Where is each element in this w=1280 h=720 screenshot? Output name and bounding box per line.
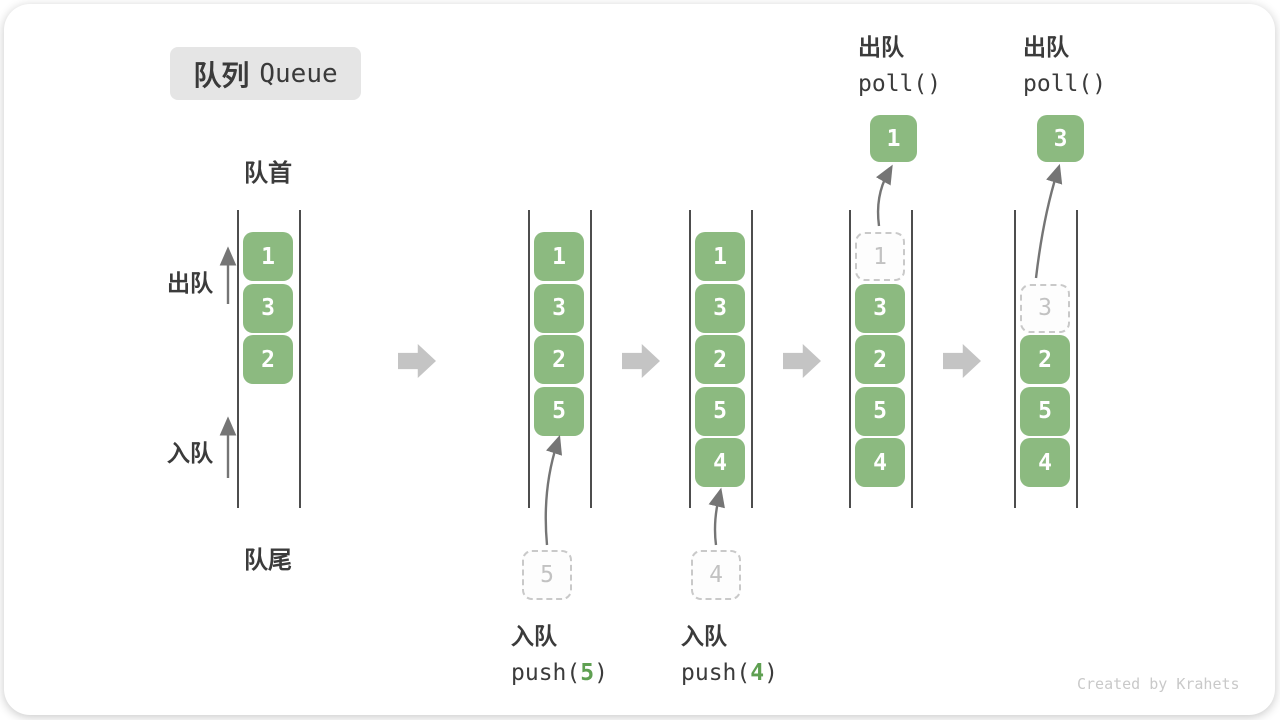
queue-cell: 2 [855, 335, 905, 384]
queue-wall [751, 210, 753, 508]
push-ghost-box: 4 [691, 550, 741, 600]
queue-cell: 2 [695, 335, 745, 384]
queue-cell: 1 [695, 232, 745, 281]
enqueue-label: 入队 [167, 440, 213, 466]
push-op-zh: 入队 [511, 623, 557, 649]
push-op-code: push(4) [681, 660, 778, 686]
poll-op-label: 出队 poll() [1023, 28, 1106, 97]
push-op-zh: 入队 [681, 623, 727, 649]
poll-op-label: 出队 poll() [858, 28, 941, 97]
queue-cell: 4 [695, 438, 745, 487]
queue-front-label: 队首 [244, 160, 292, 187]
ghost-cell: 3 [1020, 283, 1070, 333]
ghost-cell: 1 [855, 232, 905, 281]
queue-wall [849, 210, 851, 508]
queue-wall [911, 210, 913, 508]
title-zh: 队列 [193, 59, 250, 91]
queue-cell: 4 [1020, 438, 1070, 487]
queue-cell: 5 [534, 386, 584, 436]
queue-wall [689, 210, 691, 508]
title-en: Queue [259, 58, 338, 89]
poll-op-code: poll() [1023, 71, 1107, 97]
queue-cell: 4 [855, 438, 905, 487]
queue-wall [528, 210, 530, 508]
poll-op-zh: 出队 [858, 34, 904, 60]
queue-cell: 2 [1020, 335, 1070, 384]
polled-value-box: 1 [870, 115, 917, 162]
queue-cell: 5 [695, 386, 745, 436]
push-op-code: push(5) [511, 660, 608, 686]
queue-cell: 5 [1020, 386, 1070, 436]
queue-cell: 1 [534, 232, 584, 281]
dequeue-label: 出队 [167, 270, 213, 296]
queue-cell: 2 [243, 335, 293, 384]
polled-value-box: 3 [1037, 115, 1084, 162]
queue-wall [1014, 210, 1016, 508]
queue-cell: 2 [534, 335, 584, 384]
push-op-label: 入队 push(4) [681, 617, 778, 686]
queue-cell: 1 [243, 232, 293, 281]
queue-cell: 3 [534, 283, 584, 333]
push-ghost-box: 5 [522, 550, 572, 600]
watermark: Created by Krahets [1077, 675, 1240, 693]
queue-wall [1076, 210, 1078, 508]
queue-rear-label: 队尾 [244, 547, 292, 574]
queue-cell: 3 [695, 283, 745, 333]
title-badge: 队列 Queue [170, 47, 361, 100]
poll-op-code: poll() [858, 71, 942, 97]
queue-cell: 3 [243, 283, 293, 333]
queue-wall [590, 210, 592, 508]
push-op-label: 入队 push(5) [511, 617, 608, 686]
queue-wall [237, 210, 239, 508]
queue-cell: 3 [855, 283, 905, 333]
poll-op-zh: 出队 [1023, 34, 1069, 60]
queue-wall [299, 210, 301, 508]
queue-cell: 5 [855, 386, 905, 436]
